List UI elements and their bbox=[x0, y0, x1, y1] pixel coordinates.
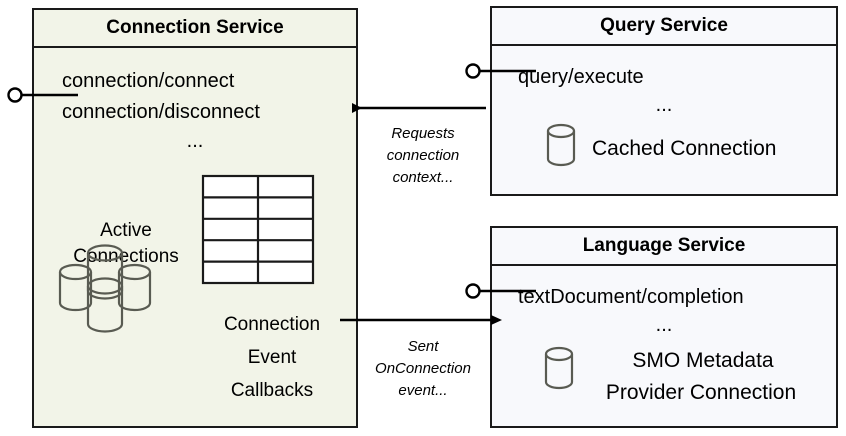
smo-metadata-label-line1: SMO Metadata bbox=[632, 349, 774, 372]
connection-service-api-connect: connection/connect bbox=[62, 70, 235, 92]
connection-service-body: connection/connect connection/disconnect… bbox=[34, 48, 356, 426]
query-service-body: query/execute ... Cached Connection bbox=[492, 46, 836, 194]
query-service-api-execute: query/execute bbox=[518, 66, 644, 88]
edge-label-requests-line2: connection bbox=[386, 147, 460, 164]
cached-connection-label: Cached Connection bbox=[592, 137, 777, 160]
edge-label-requests-line3: context... bbox=[392, 169, 454, 186]
active-connections-label-line2: Connections bbox=[73, 246, 179, 267]
language-service-api-completion: textDocument/completion bbox=[518, 286, 744, 308]
smo-metadata-label-line2: Provider Connection bbox=[605, 381, 797, 404]
query-service-api-ellipsis: ... bbox=[655, 94, 673, 116]
lollipop-connector-query-service[interactable] bbox=[465, 63, 537, 79]
lollipop-connector-language-service[interactable] bbox=[465, 283, 537, 299]
active-connections-label-line1: Active bbox=[100, 220, 152, 241]
language-service-title: Language Service bbox=[492, 228, 836, 266]
edge-label-sent-line1: Sent bbox=[407, 338, 439, 355]
connection-service-api-ellipsis: ... bbox=[186, 130, 204, 152]
language-service-api-ellipsis: ... bbox=[655, 314, 673, 336]
lollipop-connector-connection-service[interactable] bbox=[7, 87, 79, 103]
language-service-body: textDocument/completion ... SMO Metadata… bbox=[492, 266, 836, 426]
edge-label-sent-line2: OnConnection bbox=[375, 360, 471, 377]
event-callbacks-label-line3: Callbacks bbox=[230, 380, 314, 401]
event-callbacks-label-line2: Event bbox=[247, 347, 297, 368]
connection-service-api-disconnect: connection/disconnect bbox=[62, 101, 260, 123]
edge-label-requests-line1: Requests bbox=[391, 125, 455, 142]
edge-label-sent-line3: event... bbox=[398, 382, 448, 399]
component-query-service[interactable]: Query Service query/execute ... Cached C… bbox=[490, 6, 838, 196]
component-connection-service[interactable]: Connection Service connection/connect co… bbox=[32, 8, 358, 428]
connection-service-title: Connection Service bbox=[34, 10, 356, 48]
component-language-service[interactable]: Language Service textDocument/completion… bbox=[490, 226, 838, 428]
query-service-title: Query Service bbox=[492, 8, 836, 46]
event-callbacks-label-line1: Connection bbox=[223, 314, 321, 335]
